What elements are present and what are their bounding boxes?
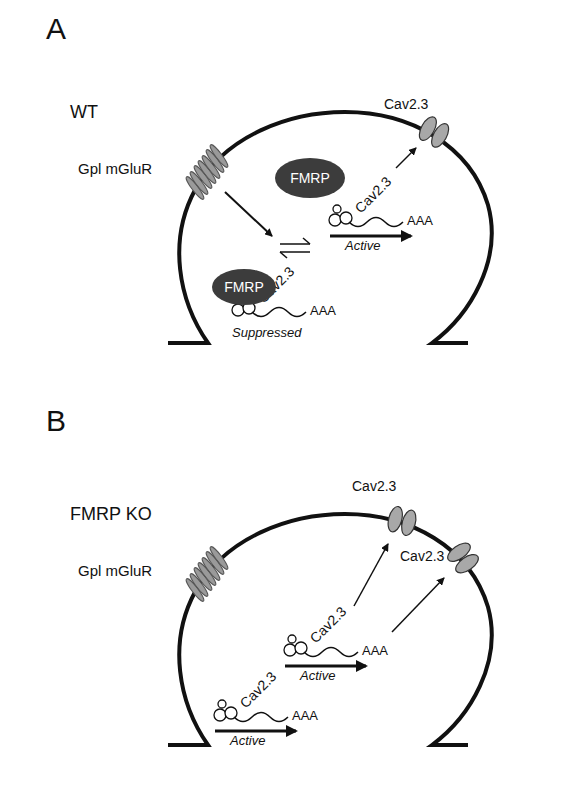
equilibrium-arrow <box>280 252 287 258</box>
state-label: Suppressed <box>232 326 301 341</box>
equilibrium-arrow <box>303 238 310 244</box>
polya-tail: AAA <box>407 214 433 229</box>
channel-label: Cav2.3 <box>400 548 444 564</box>
spine-outline <box>168 112 492 343</box>
channel-label: Cav2.3 <box>352 478 396 494</box>
state-label: Active <box>300 669 335 684</box>
protein-oval: FMRP <box>275 158 345 198</box>
spine-outline <box>168 514 492 745</box>
state-label: Active <box>230 734 265 749</box>
equilibrium-arrow <box>280 251 310 253</box>
cav-channel <box>386 505 419 537</box>
translation-arrow <box>330 236 411 237</box>
receptor-label: Gpl mGluR <box>78 562 152 579</box>
trafficking-arrow <box>354 544 388 606</box>
protein-label: FMRP <box>224 279 264 295</box>
cav-channel <box>445 539 482 576</box>
panel-letter: B <box>46 404 66 439</box>
trafficking-arrow <box>392 578 444 632</box>
channel-label: Cav2.3 <box>384 96 428 112</box>
protein-oval: FMRP <box>212 269 276 305</box>
polya-tail: AAA <box>310 304 336 319</box>
translation-arrow <box>285 666 366 667</box>
protein-label: FMRP <box>290 170 330 186</box>
polya-tail: AAA <box>362 644 388 659</box>
polya-tail: AAA <box>292 709 318 724</box>
mglur-receptor <box>184 545 230 603</box>
translation-arrow <box>215 731 296 732</box>
cav-channel <box>416 114 452 150</box>
signal-arrow <box>225 192 272 236</box>
condition-label: FMRP KO <box>70 504 152 525</box>
equilibrium-arrow <box>280 243 310 245</box>
trafficking-arrow <box>396 148 416 168</box>
state-label: Active <box>345 239 380 254</box>
mrna-label: Cav2.3 <box>352 173 395 216</box>
panel-letter: A <box>46 12 66 47</box>
mrna-label: Cav2.3 <box>237 668 280 711</box>
condition-label: WT <box>70 102 98 123</box>
mglur-receptor <box>184 143 230 201</box>
receptor-label: Gpl mGluR <box>78 160 152 177</box>
mrna-label: Cav2.3 <box>307 603 350 646</box>
